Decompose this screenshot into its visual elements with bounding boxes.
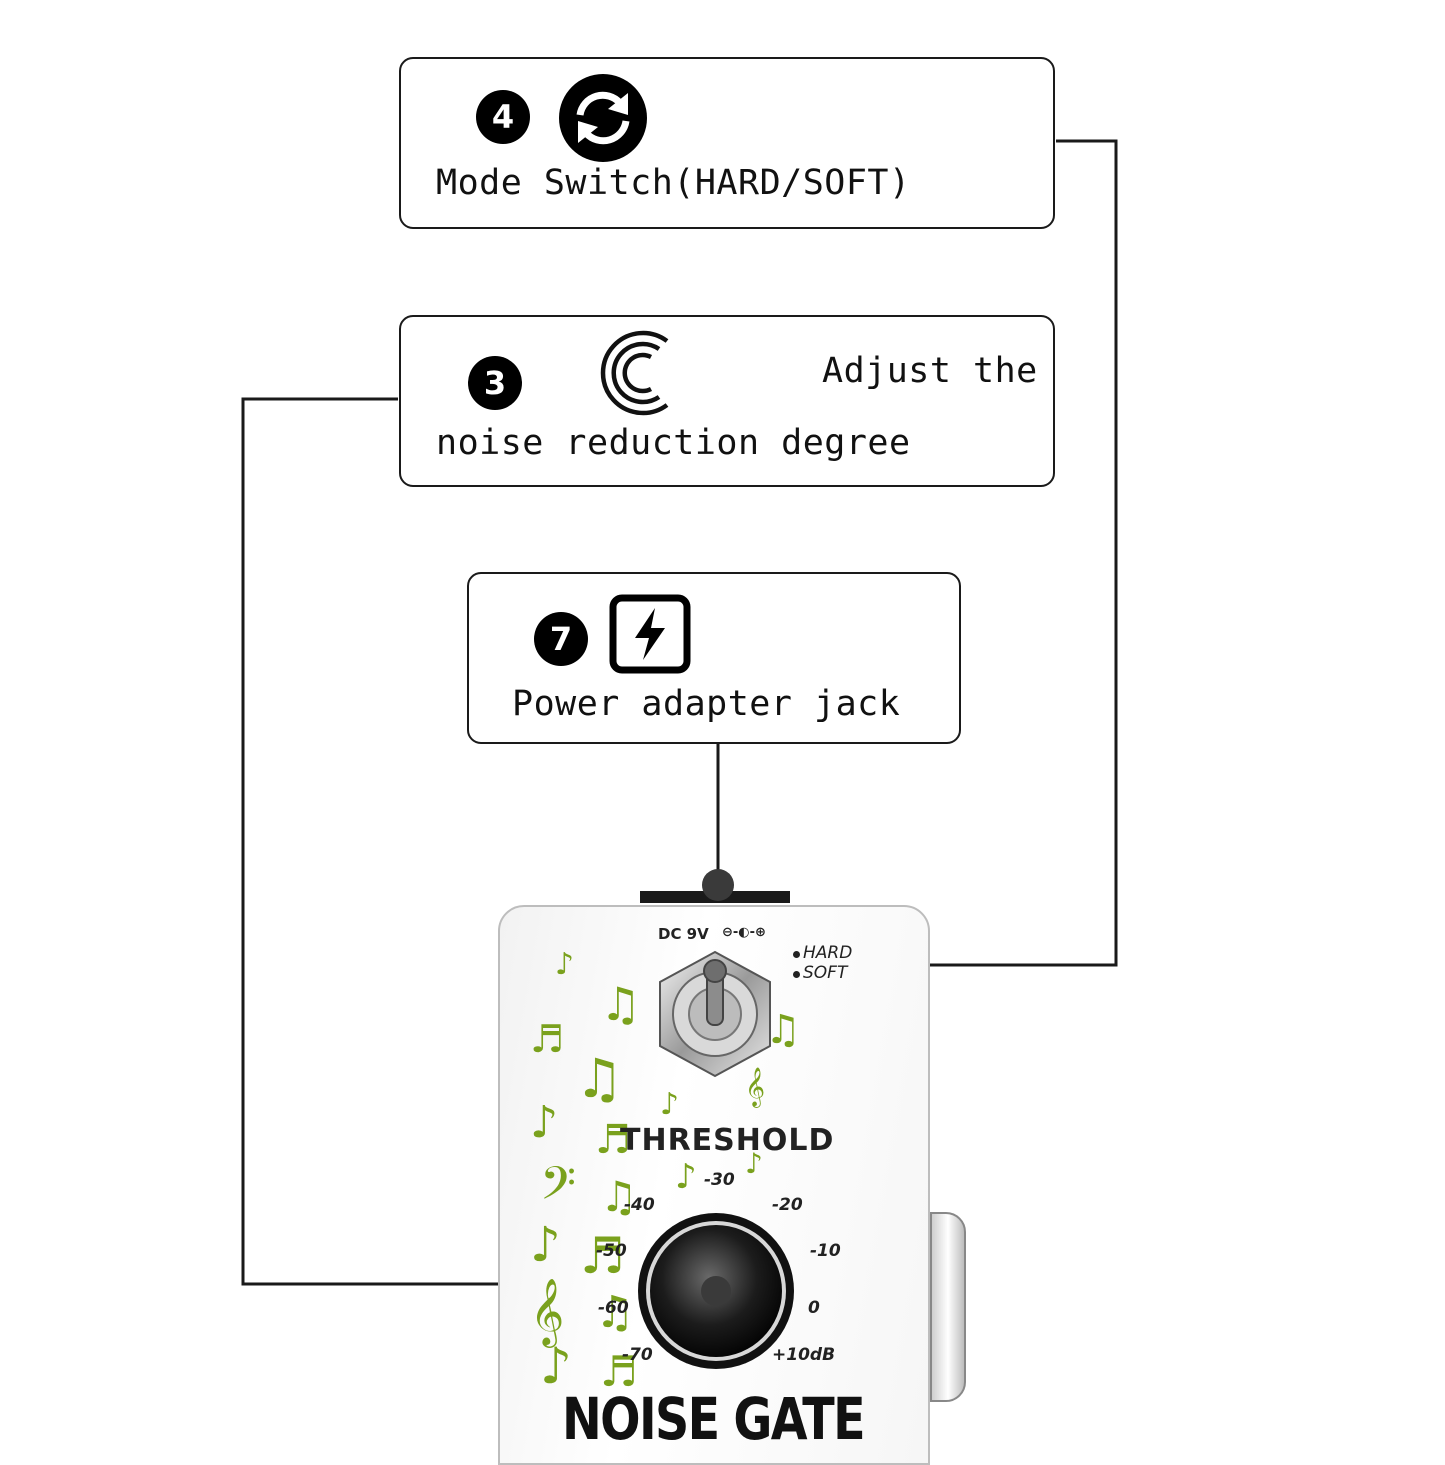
hard-indicator-dot	[793, 951, 800, 958]
scale-label: +10dB	[772, 1345, 836, 1365]
lightning-bolt-icon	[609, 594, 691, 674]
connector-threshold	[241, 397, 716, 1286]
cycle-arrows-icon	[559, 74, 647, 162]
threshold-knob[interactable]	[636, 1211, 796, 1371]
output-jack	[930, 1212, 966, 1402]
switch-hard-label: HARD	[803, 943, 853, 963]
concentric-arcs-icon	[600, 330, 669, 416]
music-notes-decoration: ♬	[580, 1227, 625, 1285]
callout-label: noise reduction degree	[436, 423, 911, 463]
scale-label: -50	[596, 1241, 627, 1261]
music-notes-decoration: ♬	[600, 1347, 638, 1396]
power-polarity-label: ⊖-◐-⊕	[722, 925, 766, 940]
scale-label: 0	[808, 1298, 820, 1318]
scale-label: -70	[622, 1345, 653, 1365]
knob-label: THRESHOLD	[620, 1123, 835, 1158]
callout-label: Mode Switch(HARD/SOFT)	[436, 163, 911, 203]
scale-label: -10	[810, 1241, 841, 1261]
music-notes-decoration: ♪	[530, 1097, 559, 1148]
music-notes-decoration: ♪	[555, 947, 575, 982]
mode-toggle-switch[interactable]	[650, 949, 780, 1079]
music-notes-decoration: ♫	[600, 977, 642, 1031]
callout-mode-switch: 4 Mode Switch(HARD/SOFT)	[399, 57, 1055, 229]
switch-soft-label: SOFT	[803, 963, 848, 983]
callout-number-badge: 3	[468, 356, 522, 410]
scale-label: -40	[624, 1195, 655, 1215]
music-notes-decoration: ♪	[530, 1217, 561, 1273]
callout-threshold-knob: 3 Adjust the noise reduction degree	[399, 315, 1055, 487]
music-notes-decoration: 𝄢	[540, 1157, 577, 1222]
music-notes-decoration: ♫	[600, 1172, 638, 1221]
music-notes-decoration: ♫	[595, 1287, 635, 1338]
music-notes-decoration: 𝄞	[530, 1277, 565, 1345]
callout-label-right: Adjust the	[822, 351, 1038, 391]
music-notes-decoration: ♫	[575, 1047, 624, 1110]
pedal-name: NOISE GATE	[562, 1385, 866, 1453]
power-jack-connector-dot	[702, 869, 734, 901]
music-notes-decoration: ♬	[595, 1117, 631, 1163]
scale-label: -30	[704, 1170, 735, 1190]
scale-label: -20	[772, 1195, 803, 1215]
power-label: DC 9V	[658, 925, 709, 943]
music-notes-decoration: ♬	[530, 1017, 565, 1061]
scale-label: -60	[598, 1298, 629, 1318]
noise-gate-pedal: ♪ ♫ ♬ ♫ ♪ ♬ 𝄢 ♫ ♪ ♬ 𝄞 ♫ ♪ ♬ ♫ 𝄞 ♪ ♪ ♪ DC…	[498, 905, 930, 1465]
callout-label: Power adapter jack	[512, 684, 901, 724]
music-notes-decoration: ♪	[745, 1147, 763, 1180]
callout-number-badge: 4	[476, 90, 530, 144]
callout-number-badge: 7	[534, 612, 588, 666]
music-notes-decoration: ♪	[660, 1087, 680, 1122]
callout-power-jack: 7 Power adapter jack	[467, 572, 961, 744]
music-notes-decoration: ♪	[675, 1157, 697, 1197]
soft-indicator-dot	[793, 971, 800, 978]
music-notes-decoration: ♪	[540, 1337, 572, 1395]
connector-mode-switch	[716, 139, 1118, 967]
music-notes-decoration: 𝄞	[745, 1067, 766, 1107]
